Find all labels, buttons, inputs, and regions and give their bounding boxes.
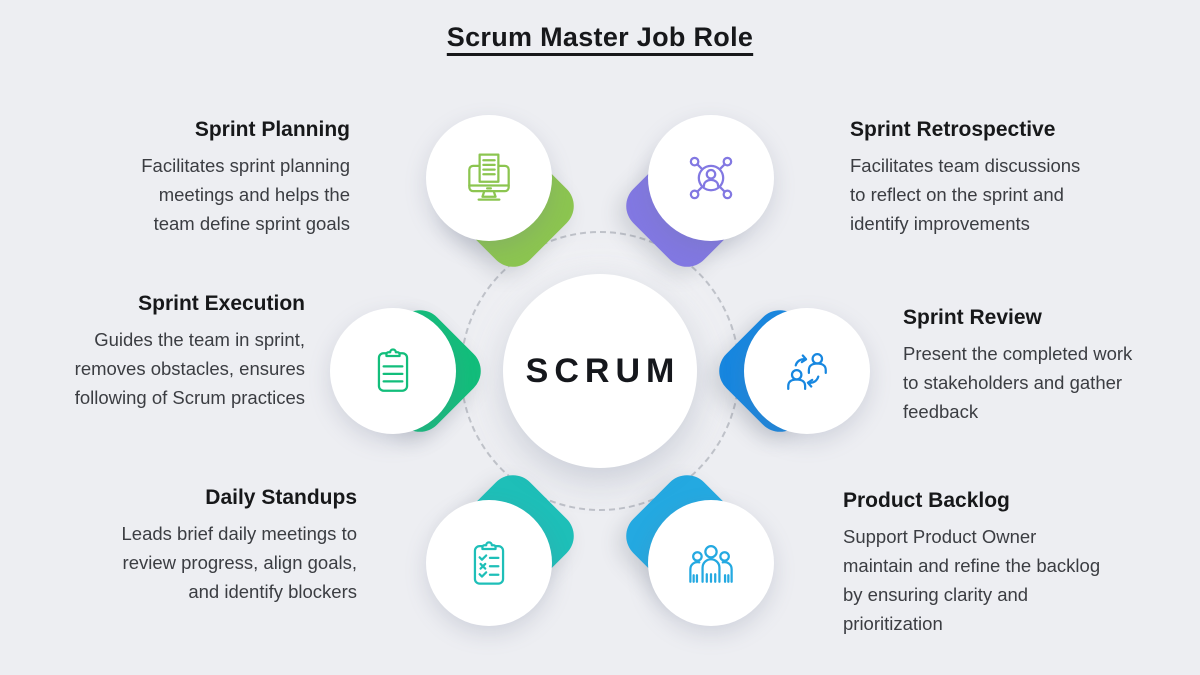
section-title: Daily Standups <box>205 486 357 509</box>
page-title: Scrum Master Job Role <box>446 22 754 52</box>
section-sprint-review: Sprint Review Present the completed work… <box>903 306 1132 426</box>
section-title: Sprint Review <box>903 306 1042 329</box>
section-title: Sprint Execution <box>138 292 305 315</box>
section-sprint-planning: Sprint Planning Facilitates sprint plann… <box>141 118 350 238</box>
icon-circle-sprint-retrospective <box>648 115 774 241</box>
icon-circle-daily-standups <box>426 500 552 626</box>
center-circle: SCRUM <box>503 274 697 468</box>
network-person-icon <box>689 156 733 200</box>
section-title: Product Backlog <box>843 489 1010 512</box>
section-daily-standups: Daily Standups Leads brief daily meeting… <box>122 486 358 606</box>
section-sprint-execution: Sprint Execution Guides the team in spri… <box>75 292 305 412</box>
icon-circle-product-backlog <box>648 500 774 626</box>
team-icon <box>689 545 733 583</box>
section-title: Sprint Retrospective <box>850 118 1056 141</box>
icon-circle-sprint-planning <box>426 115 552 241</box>
section-description: Facilitates team discussions to reflect … <box>850 155 1081 234</box>
section-description: Guides the team in sprint, removes obsta… <box>74 329 305 408</box>
checklist-icon <box>473 541 505 585</box>
icon-circle-sprint-review <box>744 308 870 434</box>
section-description: Leads brief daily meetings to review pro… <box>121 523 358 602</box>
section-description: Facilitates sprint planning meetings and… <box>141 155 350 234</box>
section-description: Support Product Owner maintain and refin… <box>843 526 1101 634</box>
people-exchange-icon <box>787 353 827 390</box>
section-sprint-retrospective: Sprint Retrospective Facilitates team di… <box>850 118 1080 238</box>
icon-circle-sprint-execution <box>330 308 456 434</box>
section-title: Sprint Planning <box>194 118 350 141</box>
center-label: SCRUM <box>525 351 681 390</box>
section-description: Present the completed work to stakeholde… <box>903 343 1133 422</box>
section-product-backlog: Product Backlog Support Product Owner ma… <box>843 489 1100 638</box>
clipboard-icon <box>377 348 409 392</box>
monitor-document-icon <box>468 153 510 201</box>
